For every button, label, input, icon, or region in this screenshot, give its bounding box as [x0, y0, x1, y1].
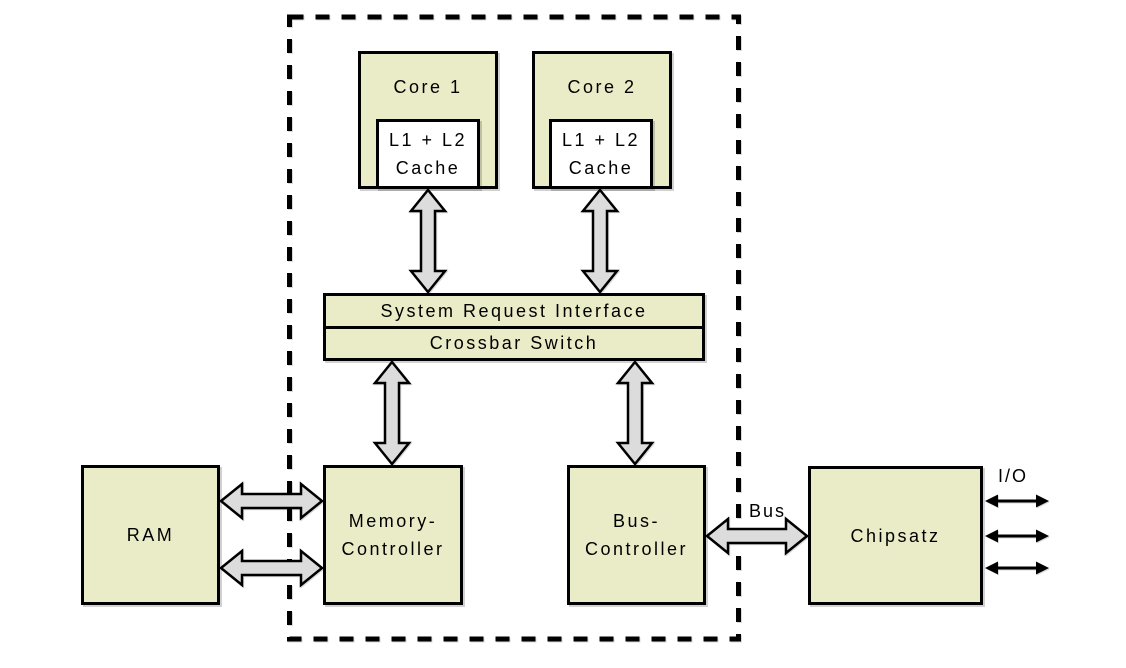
crossbar-row: Crossbar Switch [326, 329, 702, 359]
memory-controller-label-line2: Controller [341, 539, 445, 559]
arrow-bus-controller-chipset [705, 516, 809, 556]
cache1-label-line1: L1 + L2 [388, 130, 468, 150]
cache2-label-line1: L1 + L2 [561, 130, 641, 150]
cache1-box: L1 + L2 Cache [376, 119, 480, 189]
bus-controller-box: Bus- Controller [567, 465, 706, 605]
chipset-label: Chipsatz [850, 525, 941, 546]
arrow-crossbar-bus-controller [615, 360, 655, 466]
sri-row: System Request Interface [326, 296, 702, 329]
cache2-box: L1 + L2 Cache [549, 119, 653, 189]
crossbar-label: Crossbar Switch [429, 333, 599, 354]
ram-label: RAM [126, 525, 175, 545]
bus-label: Bus [749, 501, 787, 521]
memory-controller-label-line1: Memory- [348, 511, 438, 531]
ram-box: RAM [81, 465, 220, 605]
arrow-io-2 [985, 529, 1049, 543]
arrow-cache2-sri [580, 188, 620, 294]
arrow-ram-memory-top [219, 481, 324, 521]
sri-label: System Request Interface [380, 300, 648, 321]
core2-label: Core 2 [567, 77, 637, 97]
arrow-crossbar-memory-controller [372, 360, 412, 466]
arrow-cache1-sri [408, 188, 448, 294]
memory-controller-box: Memory- Controller [323, 465, 463, 605]
bus-controller-label-line1: Bus- [612, 511, 660, 531]
cache2-label-line2: Cache [568, 158, 634, 178]
arrow-io-3 [985, 561, 1049, 575]
core1-label: Core 1 [393, 77, 463, 97]
sri-crossbar-box: System Request Interface Crossbar Switch [323, 293, 705, 361]
arrow-ram-memory-bottom [219, 548, 324, 588]
arrow-io-1 [985, 494, 1049, 508]
bus-controller-label-line2: Controller [584, 539, 689, 559]
io-label: I/O [998, 466, 1029, 486]
chipset-box: Chipsatz [808, 466, 983, 605]
cache1-label-line2: Cache [395, 158, 461, 178]
